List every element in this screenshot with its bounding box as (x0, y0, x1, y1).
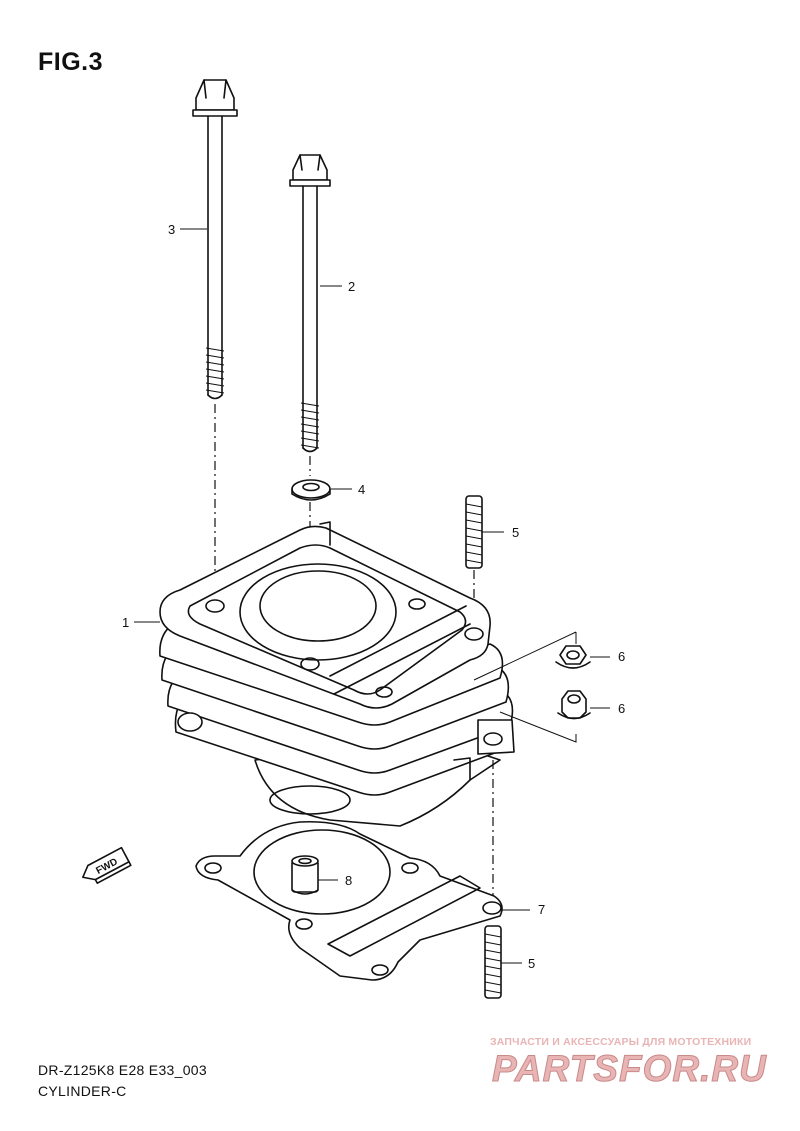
lower-flange-nut (557, 690, 591, 720)
model-code: DR-Z125K8 E28 E33_003 (38, 1062, 207, 1078)
watermark-tagline: ЗАПЧАСТИ И АКСЕССУАРЫ ДЛЯ МОТОТЕХНИКИ (490, 1036, 752, 1048)
callout-4-washer: 4 (358, 482, 365, 497)
callout-6-nut-upper: 6 (618, 649, 625, 664)
leader-lines (134, 228, 610, 964)
figure-title: FIG.3 (38, 48, 104, 76)
long-bolt (192, 79, 238, 400)
fwd-direction-arrow: FWD (82, 846, 132, 884)
watermark-logo: PARTSFOR.RU (492, 1048, 767, 1090)
upper-stud (465, 495, 483, 569)
callout-2-bolt-short: 2 (348, 279, 355, 294)
callout-6-nut-lower: 6 (618, 701, 625, 716)
dowel-pin (291, 855, 319, 895)
callout-5-stud-lower: 5 (528, 956, 535, 971)
washer (291, 479, 331, 501)
callout-3-bolt-long: 3 (168, 222, 175, 237)
short-bolt (289, 154, 331, 453)
callout-1-cylinder: 1 (122, 615, 129, 630)
cylinder (159, 521, 515, 827)
callout-7-gasket: 7 (538, 902, 545, 917)
section-name: CYLINDER-C (38, 1083, 127, 1099)
upper-flange-nut (555, 645, 591, 669)
callout-5-stud-upper: 5 (512, 525, 519, 540)
lower-stud (484, 925, 502, 999)
base-gasket (195, 820, 503, 981)
callout-numbers: 3 2 4 5 1 6 6 7 5 8 (122, 222, 625, 971)
nut-bracket-lines (473, 631, 577, 743)
callout-8-dowel-pin: 8 (345, 873, 352, 888)
